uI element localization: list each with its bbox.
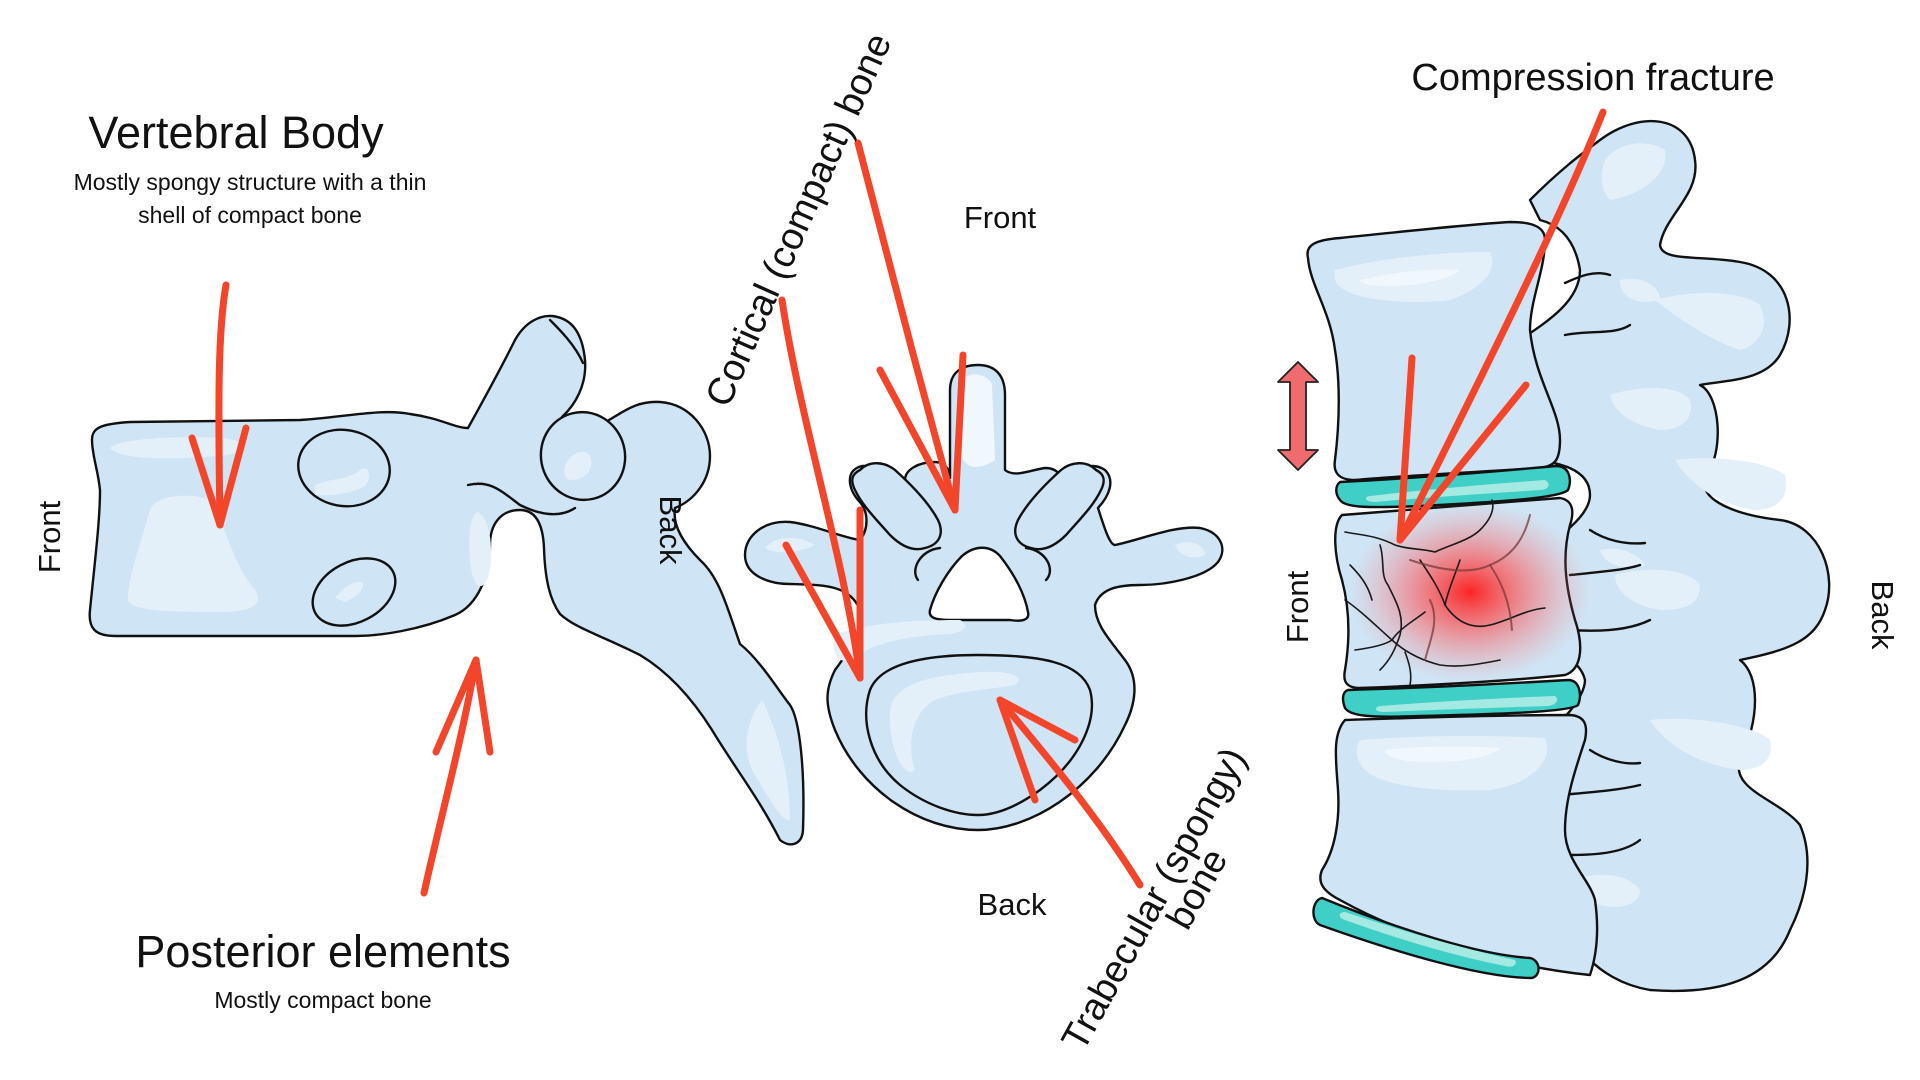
spinal-canal: [928, 546, 1030, 622]
spine-back-label: Back: [1865, 581, 1900, 650]
posterior-elements-title: Posterior elements: [135, 926, 510, 977]
vertebral-body-subtitle-line2: shell of compact bone: [138, 202, 362, 228]
fracture-cracks: [1344, 499, 1546, 686]
spine-segment: [1306, 120, 1831, 993]
compression-fracture-pointer-arrows: [1396, 108, 1607, 544]
lateral-back-label: Back: [653, 496, 688, 565]
trabecular-bone-label-line1: Trabecular (spongy): [1054, 741, 1255, 1058]
axial-back-label: Back: [978, 887, 1047, 922]
axial-front-label: Front: [964, 200, 1037, 235]
height-loss-arrow-icon: [1277, 361, 1319, 471]
vertebral-body-title: Vertebral Body: [88, 107, 384, 158]
lateral-front-label: Front: [32, 500, 67, 573]
spine-front-label: Front: [1280, 570, 1315, 643]
trabecular-bone-pointer-arrow: [996, 696, 1144, 889]
vertebral-body-pointer-arrow: [188, 281, 250, 529]
vertebral-body-subtitle-line1: Mostly spongy structure with a thin: [74, 169, 427, 195]
lateral-vertebra: [88, 314, 805, 846]
cortical-bone-pointer-arrows: [778, 139, 967, 682]
posterior-elements-subtitle: Mostly compact bone: [214, 987, 431, 1013]
cortical-bone-label: Cortical (compact) bone: [698, 27, 900, 413]
posterior-elements-pointer-arrow: [420, 656, 494, 897]
fracture-pain-glow: [1350, 502, 1590, 682]
compression-fracture-title: Compression fracture: [1411, 57, 1774, 99]
axial-vertebra: [743, 363, 1224, 832]
